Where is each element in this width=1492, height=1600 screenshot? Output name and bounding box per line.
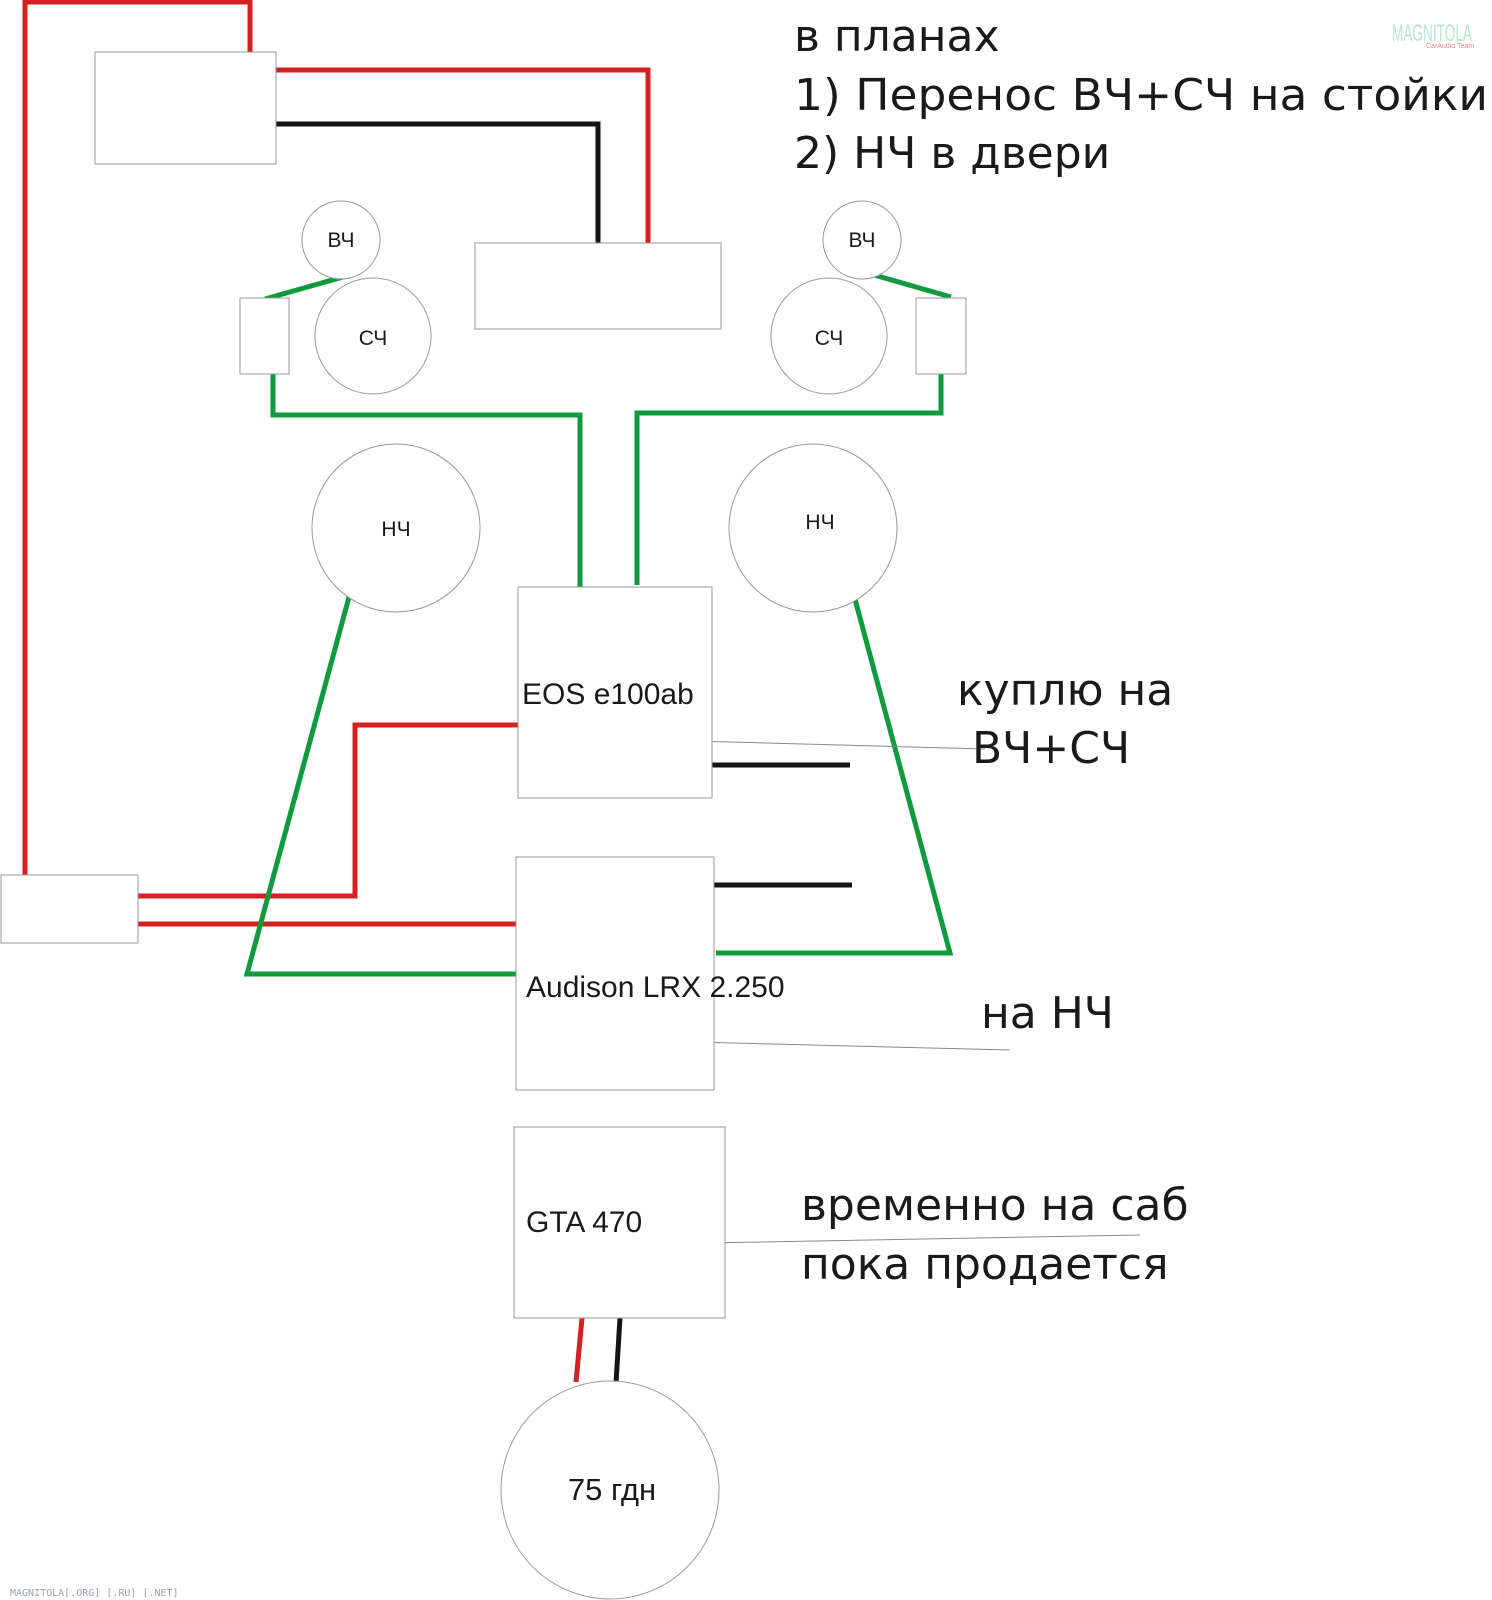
power-wire-head-unit bbox=[276, 67, 651, 243]
tweeter-right-label: ВЧ bbox=[848, 229, 875, 252]
sub-wire-red bbox=[573, 1317, 585, 1383]
distribution-block bbox=[0, 874, 139, 944]
mid-left bbox=[314, 277, 432, 395]
crossover-right bbox=[915, 297, 967, 375]
logo-text: MAGNITOLA bbox=[1392, 20, 1472, 47]
logo-subtext: CarAudio Team bbox=[1426, 43, 1474, 50]
speaker-wire-front-left bbox=[270, 374, 583, 587]
woofer-left-label: НЧ bbox=[381, 518, 410, 541]
crossover-left bbox=[239, 297, 290, 375]
amp-audison-box bbox=[515, 856, 715, 1091]
plans-item-1: 1) Перенос ВЧ+СЧ на стойки bbox=[794, 70, 1488, 121]
pointer-gta bbox=[705, 1234, 1141, 1244]
plans-heading: в планах bbox=[794, 11, 1000, 62]
tweeter-left bbox=[301, 200, 381, 280]
power-wire-main bbox=[22, 0, 253, 875]
power-wire-eos bbox=[138, 722, 518, 899]
note-eos-line1: куплю на bbox=[957, 665, 1173, 716]
magnitola-logo: MAGNITOLA CarAudio Team bbox=[1392, 20, 1474, 50]
sub-wire-black bbox=[613, 1317, 623, 1384]
tweeter-left-label: ВЧ bbox=[327, 229, 354, 252]
signal-wire-head-unit bbox=[276, 121, 601, 243]
mid-left-label: СЧ bbox=[359, 327, 387, 350]
note-eos-line2: ВЧ+СЧ bbox=[972, 723, 1130, 774]
woofer-right bbox=[728, 443, 898, 613]
woofer-right-label: НЧ bbox=[805, 511, 834, 534]
amp-eos-label: EOS e100ab bbox=[522, 678, 694, 711]
amp-audison-label: Audison LRX 2.250 bbox=[526, 971, 785, 1004]
amp-gta-box bbox=[513, 1126, 726, 1319]
note-gta-line2: пока продается bbox=[801, 1239, 1169, 1290]
note-audison: на НЧ bbox=[981, 988, 1114, 1039]
woofer-left bbox=[311, 443, 481, 613]
footer-watermark: MAGNITOLA[.ORG] [.RU] [.NET] bbox=[10, 1588, 179, 1599]
subwoofer bbox=[500, 1380, 720, 1600]
mid-right bbox=[770, 277, 888, 395]
head-unit-box bbox=[94, 51, 277, 165]
pointer-eos bbox=[692, 740, 986, 750]
note-gta-line1: временно на саб bbox=[801, 1180, 1189, 1231]
tweeter-wire-right bbox=[866, 270, 952, 300]
mid-right-label: СЧ bbox=[815, 327, 843, 350]
woofer-wire-right bbox=[716, 587, 954, 956]
amp-gta-label: GTA 470 bbox=[526, 1206, 642, 1239]
subwoofer-label: 75 гдн bbox=[568, 1472, 656, 1507]
speaker-wire-front-right bbox=[634, 374, 944, 585]
woofer-wire-left bbox=[243, 585, 516, 977]
tweeter-right bbox=[822, 200, 902, 280]
amp-eos-box bbox=[517, 586, 713, 799]
processor-box bbox=[474, 242, 722, 330]
plans-item-2: 2) НЧ в двери bbox=[794, 128, 1110, 179]
